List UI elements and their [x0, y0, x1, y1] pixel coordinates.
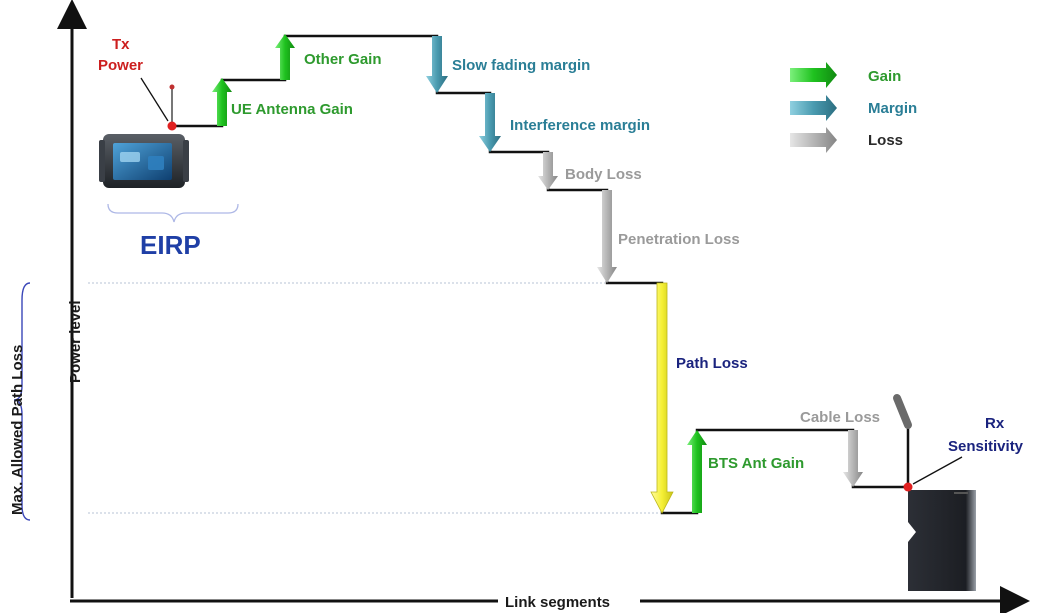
bts-cabinet-icon	[893, 394, 976, 591]
body-loss-label: Body Loss	[565, 166, 642, 183]
slow-fading-margin-arrow	[426, 36, 448, 93]
tx-power-pointer	[140, 77, 169, 122]
rx-sensitivity-label-line1: Rx	[985, 415, 1005, 432]
eirp-brace	[107, 203, 239, 223]
legend-gain-swatch	[790, 62, 837, 88]
legend-loss-swatch	[790, 127, 837, 153]
body-loss-arrow	[538, 152, 558, 190]
legend-margin-swatch	[790, 95, 837, 121]
bts-ant-gain-arrow	[687, 430, 707, 513]
other-gain-arrow	[275, 34, 295, 80]
penetration-loss-label: Penetration Loss	[618, 231, 740, 248]
cable-loss-label: Cable Loss	[800, 409, 880, 426]
interference-margin-arrow	[479, 93, 501, 152]
max-path-loss-label: Max. Allowed Path Loss	[9, 345, 26, 515]
ue-antenna-gain-arrow	[212, 78, 232, 126]
legend: Gain Margin Loss	[790, 62, 917, 153]
legend-loss-label: Loss	[868, 132, 903, 149]
legend-margin-label: Margin	[868, 100, 917, 117]
x-axis-label: Link segments	[505, 594, 610, 611]
eirp-label: EIRP	[140, 230, 201, 260]
mobile-device-icon	[99, 84, 189, 188]
tx-power-label-line2: Power	[98, 57, 143, 74]
y-axis-label: Power level	[67, 300, 84, 383]
tx-power-point	[167, 121, 177, 131]
path-loss-arrow	[650, 282, 674, 514]
path-loss-label: Path Loss	[676, 355, 748, 372]
tx-power-label-line1: Tx	[112, 36, 130, 53]
slow-fading-margin-label: Slow fading margin	[452, 57, 590, 74]
max-path-loss-bracket	[13, 282, 31, 521]
rx-sensitivity-label-line2: Sensitivity	[948, 438, 1024, 455]
other-gain-label: Other Gain	[304, 51, 382, 68]
legend-gain-label: Gain	[868, 68, 901, 85]
ue-antenna-gain-label: UE Antenna Gain	[231, 101, 353, 118]
rx-sensitivity-point	[903, 482, 913, 492]
bts-ant-gain-label: BTS Ant Gain	[708, 455, 804, 472]
rx-sensitivity-pointer	[912, 456, 963, 485]
cable-loss-arrow	[843, 430, 863, 487]
penetration-loss-arrow	[597, 190, 617, 283]
interference-margin-label: Interference margin	[510, 117, 650, 134]
